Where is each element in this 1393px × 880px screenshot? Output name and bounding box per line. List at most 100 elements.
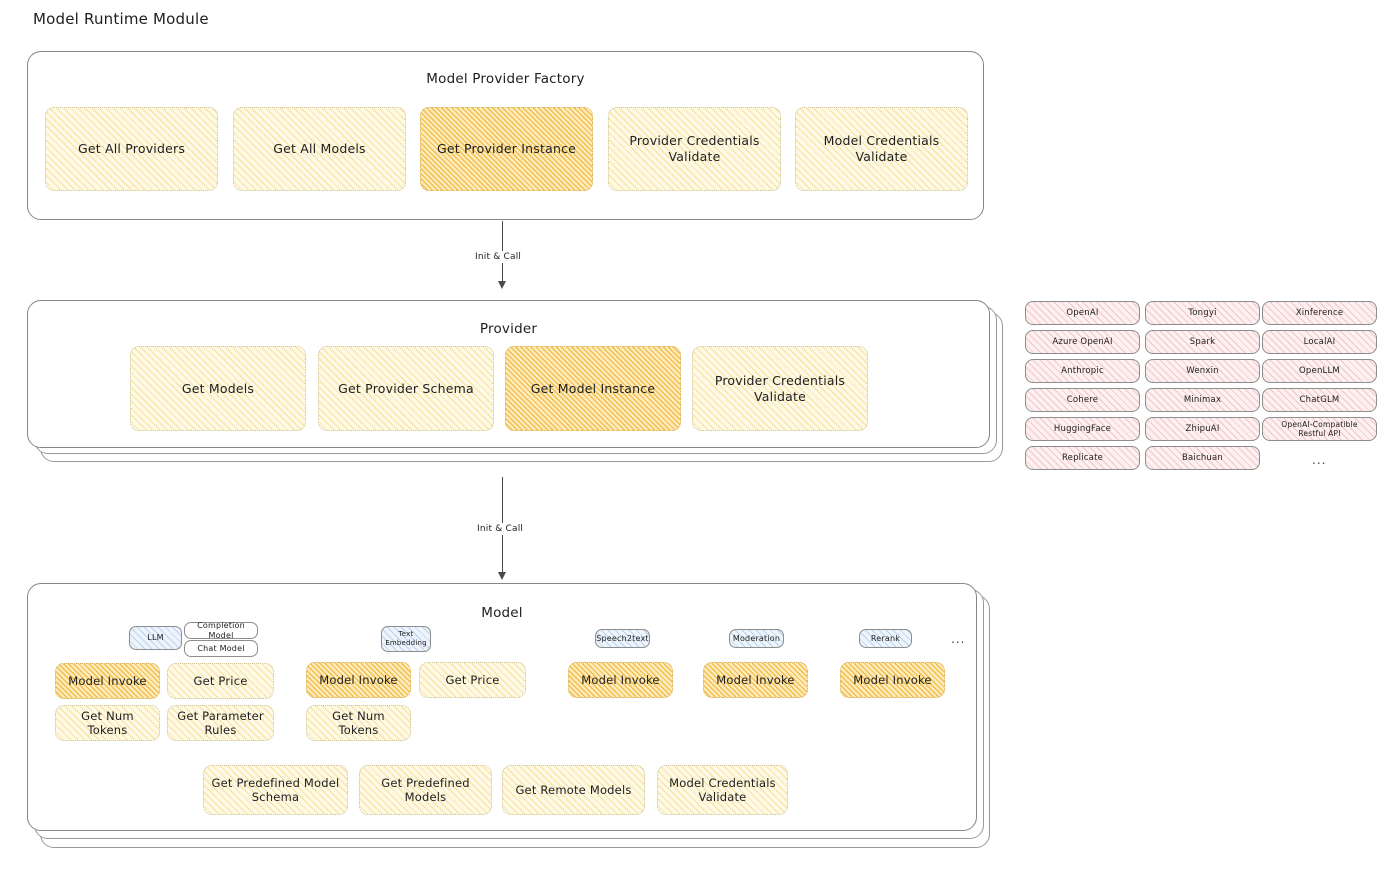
node-embedding-get-num-tokens[interactable]: Get Num Tokens xyxy=(306,705,411,741)
node-get-provider-schema[interactable]: Get Provider Schema xyxy=(318,346,494,431)
provider-chip-azure-openai[interactable]: Azure OpenAI xyxy=(1025,330,1140,354)
arrow-factory-to-provider-label: Init & Call xyxy=(471,251,526,263)
node-label: Provider Credentials Validate xyxy=(714,372,846,404)
node-moderation-model-invoke[interactable]: Model Invoke xyxy=(703,662,808,698)
chip-label: Replicate xyxy=(1061,452,1104,463)
chip-label: Cohere xyxy=(1066,394,1099,405)
node-label: Get Parameter Rules xyxy=(177,708,264,737)
provider-chip-replicate[interactable]: Replicate xyxy=(1025,446,1140,470)
node-provider-credentials-validate[interactable]: Provider Credentials Validate xyxy=(608,107,781,191)
chip-label: OpenLLM xyxy=(1299,365,1340,376)
provider-chip-huggingface[interactable]: HuggingFace xyxy=(1025,417,1140,441)
chip-label: ChatGLM xyxy=(1299,394,1340,405)
node-label: Get Provider Schema xyxy=(338,380,474,396)
chip-label: Tongyi xyxy=(1188,307,1217,318)
node-label: Model Credentials Validate xyxy=(669,775,776,804)
provider-chip-baichuan[interactable]: Baichuan xyxy=(1145,446,1260,470)
node-label: Get Num Tokens xyxy=(332,708,385,737)
tag-label: Moderation xyxy=(732,633,781,643)
node-llm-get-price[interactable]: Get Price xyxy=(167,663,274,699)
chip-label: LocalAI xyxy=(1303,336,1336,347)
provider-chip-tongyi[interactable]: Tongyi xyxy=(1145,301,1260,325)
model-type-tag-text-embedding[interactable]: Text Embedding xyxy=(381,626,431,652)
node-get-all-providers[interactable]: Get All Providers xyxy=(45,107,218,191)
provider-list-more: ... xyxy=(1312,453,1327,467)
arrow-provider-to-model-label: Init & Call xyxy=(473,523,528,535)
provider-chip-openllm[interactable]: OpenLLM xyxy=(1262,359,1377,383)
node-llm-get-num-tokens[interactable]: Get Num Tokens xyxy=(55,705,160,741)
node-label: Get Remote Models xyxy=(515,782,632,797)
node-provider-credentials-validate-2[interactable]: Provider Credentials Validate xyxy=(692,346,868,431)
node-label: Get Num Tokens xyxy=(81,708,134,737)
node-label: Model Credentials Validate xyxy=(823,133,940,164)
node-model-credentials-validate-2[interactable]: Model Credentials Validate xyxy=(657,765,788,815)
model-title: Model xyxy=(481,605,523,621)
node-llm-get-parameter-rules[interactable]: Get Parameter Rules xyxy=(167,705,274,741)
arrow-provider-to-model-head xyxy=(498,572,506,580)
chip-label: Spark xyxy=(1189,336,1216,347)
chip-label: Azure OpenAI xyxy=(1052,336,1113,347)
node-get-models[interactable]: Get Models xyxy=(130,346,306,431)
provider-chip-spark[interactable]: Spark xyxy=(1145,330,1260,354)
node-get-remote-models[interactable]: Get Remote Models xyxy=(502,765,645,815)
tag-label: Speech2text xyxy=(596,633,649,643)
factory-title: Model Provider Factory xyxy=(426,71,585,87)
subtag-label: Chat Model xyxy=(197,643,245,653)
arrow-factory-to-provider-head xyxy=(498,281,506,289)
provider-chip-localai[interactable]: LocalAI xyxy=(1262,330,1377,354)
page-title: Model Runtime Module xyxy=(33,10,209,28)
node-llm-model-invoke[interactable]: Model Invoke xyxy=(55,663,160,699)
chip-label: Wenxin xyxy=(1186,365,1219,376)
node-label: Model Invoke xyxy=(581,672,660,687)
provider-chip-openai[interactable]: OpenAI xyxy=(1025,301,1140,325)
node-label: Model Invoke xyxy=(853,672,932,687)
chip-label: HuggingFace xyxy=(1053,423,1112,434)
chip-label: Baichuan xyxy=(1181,452,1224,463)
node-get-predefined-model-schema[interactable]: Get Predefined Model Schema xyxy=(203,765,348,815)
chip-label: Anthropic xyxy=(1061,365,1104,376)
model-subtag-chat-model[interactable]: Chat Model xyxy=(184,640,258,657)
node-speech2text-model-invoke[interactable]: Model Invoke xyxy=(568,662,673,698)
node-label: Get Predefined Models xyxy=(381,775,470,804)
provider-chip-xinference[interactable]: Xinference xyxy=(1262,301,1377,325)
node-label: Get Model Instance xyxy=(530,380,656,396)
provider-chip-chatglm[interactable]: ChatGLM xyxy=(1262,388,1377,412)
node-get-model-instance[interactable]: Get Model Instance xyxy=(505,346,681,431)
node-label: Model Invoke xyxy=(319,672,398,687)
chip-label: Xinference xyxy=(1295,307,1344,318)
node-rerank-model-invoke[interactable]: Model Invoke xyxy=(840,662,945,698)
provider-chip-wenxin[interactable]: Wenxin xyxy=(1145,359,1260,383)
provider-chip-minimax[interactable]: Minimax xyxy=(1145,388,1260,412)
chip-label: Minimax xyxy=(1183,394,1222,405)
node-label: Get All Providers xyxy=(77,141,186,157)
model-type-tag-rerank[interactable]: Rerank xyxy=(859,629,912,648)
node-embedding-model-invoke[interactable]: Model Invoke xyxy=(306,662,411,698)
chip-label: ZhipuAI xyxy=(1185,423,1220,434)
node-get-provider-instance[interactable]: Get Provider Instance xyxy=(420,107,593,191)
tag-label: Text Embedding xyxy=(385,630,427,647)
model-types-more: ... xyxy=(951,632,966,646)
node-label: Model Invoke xyxy=(716,672,795,687)
provider-chip-openai-compatible-restful-api[interactable]: OpenAI-Compatible Restful API xyxy=(1262,417,1377,441)
node-label: Provider Credentials Validate xyxy=(629,133,760,164)
node-label: Get Price xyxy=(193,673,248,688)
node-label: Get All Models xyxy=(273,141,366,157)
node-get-predefined-models[interactable]: Get Predefined Models xyxy=(359,765,492,815)
chip-label: OpenAI-Compatible Restful API xyxy=(1281,419,1358,438)
model-type-tag-moderation[interactable]: Moderation xyxy=(729,629,784,648)
node-model-credentials-validate[interactable]: Model Credentials Validate xyxy=(795,107,968,191)
provider-chip-zhipuai[interactable]: ZhipuAI xyxy=(1145,417,1260,441)
node-embedding-get-price[interactable]: Get Price xyxy=(419,662,526,698)
provider-title: Provider xyxy=(479,321,538,337)
model-subtag-completion-model[interactable]: Completion Model xyxy=(184,620,258,640)
node-label: Get Models xyxy=(181,380,255,396)
provider-chip-cohere[interactable]: Cohere xyxy=(1025,388,1140,412)
model-type-tag-speech2text[interactable]: Speech2text xyxy=(595,629,650,648)
tag-label: LLM xyxy=(147,633,164,642)
model-type-tag-llm[interactable]: LLM xyxy=(129,626,182,650)
node-get-all-models[interactable]: Get All Models xyxy=(233,107,406,191)
subtag-label: Completion Model xyxy=(197,620,245,640)
provider-chip-anthropic[interactable]: Anthropic xyxy=(1025,359,1140,383)
node-label: Get Provider Instance xyxy=(436,141,577,157)
